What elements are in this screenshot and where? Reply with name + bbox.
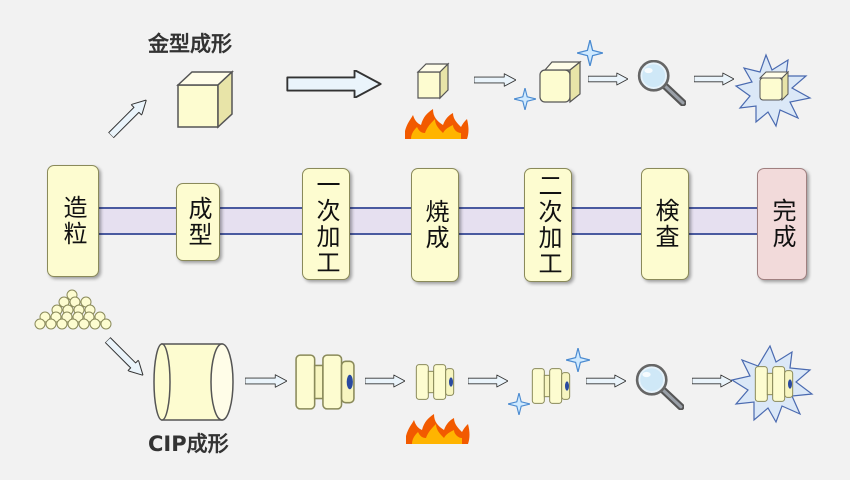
magnifier-icon	[639, 61, 683, 103]
step-secondary-machining-label: 二次加工	[534, 173, 562, 277]
step-secondary-machining: 二次加工	[524, 168, 572, 282]
step-forming-label: 成型	[184, 196, 212, 248]
arrow-icon	[586, 374, 626, 388]
burst-icon	[730, 344, 814, 424]
magnifier-icon	[637, 365, 681, 407]
cylinder-icon	[153, 343, 234, 421]
arrow-icon	[588, 72, 628, 86]
arrow-icon	[245, 373, 287, 389]
sparkle-icon	[508, 393, 530, 415]
flame-icon	[406, 414, 470, 444]
wheel-icon	[295, 354, 355, 410]
cube-icon	[539, 60, 582, 104]
granules-icon	[34, 289, 112, 330]
cube-icon	[416, 62, 450, 100]
step-granulation-label: 造粒	[59, 195, 87, 247]
arrow-icon	[692, 374, 732, 388]
arrow-icon	[286, 70, 382, 98]
step-primary-machining: 一次加工	[302, 168, 350, 280]
arrow-icon	[105, 94, 152, 141]
label-cip-forming: CIP成形	[148, 432, 229, 456]
step-completion-label: 完成	[768, 198, 796, 250]
step-firing: 焼成	[411, 168, 459, 282]
arrow-icon	[365, 374, 405, 388]
sparkle-icon	[566, 348, 590, 372]
arrow-icon	[468, 374, 508, 388]
sparkle-icon	[514, 88, 536, 110]
arrow-icon	[694, 72, 734, 86]
step-firing-label: 焼成	[421, 199, 449, 251]
arrow-icon	[102, 334, 149, 381]
flame-icon	[405, 109, 469, 139]
step-inspection-label: 検査	[651, 198, 679, 250]
wheel-icon	[531, 368, 571, 404]
sparkle-icon	[577, 40, 603, 66]
wheel-icon	[415, 364, 455, 400]
step-forming: 成型	[176, 183, 220, 261]
burst-icon	[734, 53, 812, 128]
label-die-pressing: 金型成形	[148, 32, 232, 56]
step-granulation: 造粒	[47, 165, 99, 277]
arrow-icon	[474, 72, 516, 88]
step-inspection: 検査	[641, 168, 689, 280]
step-completion: 完成	[757, 168, 807, 280]
cube-icon	[176, 70, 234, 129]
step-primary-machining-label: 一次加工	[312, 172, 340, 276]
